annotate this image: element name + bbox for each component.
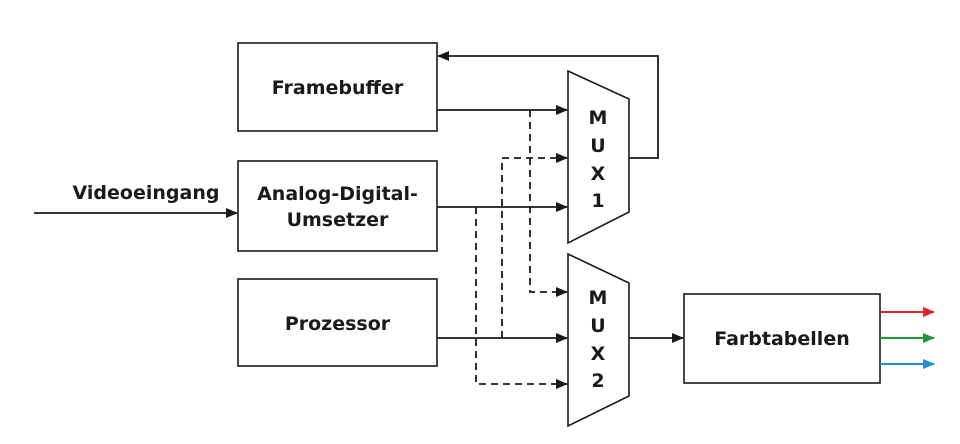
mux1-char-2: U <box>590 135 605 157</box>
mux1-char-3: X <box>591 163 606 185</box>
adc-to-mux2-dashed-arrow <box>475 207 568 389</box>
processor-to-mux1-dashed-arrow <box>501 153 568 338</box>
mux1-trapezoid <box>567 69 630 245</box>
adc-label-line1: Analog-Digital- <box>257 183 418 205</box>
mux2-char-4: 2 <box>591 370 604 392</box>
adc-block <box>237 160 438 252</box>
mux2-trapezoid <box>567 252 630 428</box>
mux2-char-2: U <box>590 315 605 337</box>
processor-label: Prozessor <box>285 313 391 335</box>
mux1-char-4: 1 <box>591 190 604 212</box>
color-tables-label: Farbtabellen <box>714 328 850 350</box>
video-input-label: Videoeingang <box>73 182 220 204</box>
color-tables-block <box>683 293 881 384</box>
framebuffer-block <box>237 42 438 132</box>
framebuffer-label: Framebuffer <box>272 77 404 99</box>
processor-block <box>237 278 438 367</box>
mux1-feedback-to-framebuffer-arrow <box>437 51 659 159</box>
mux1-char-1: M <box>589 107 608 129</box>
mux2-char-1: M <box>589 287 608 309</box>
mux2-char-3: X <box>591 343 606 365</box>
framebuffer-to-mux2-dashed-arrow <box>529 110 568 297</box>
adc-label-line2: Umsetzer <box>287 209 389 231</box>
